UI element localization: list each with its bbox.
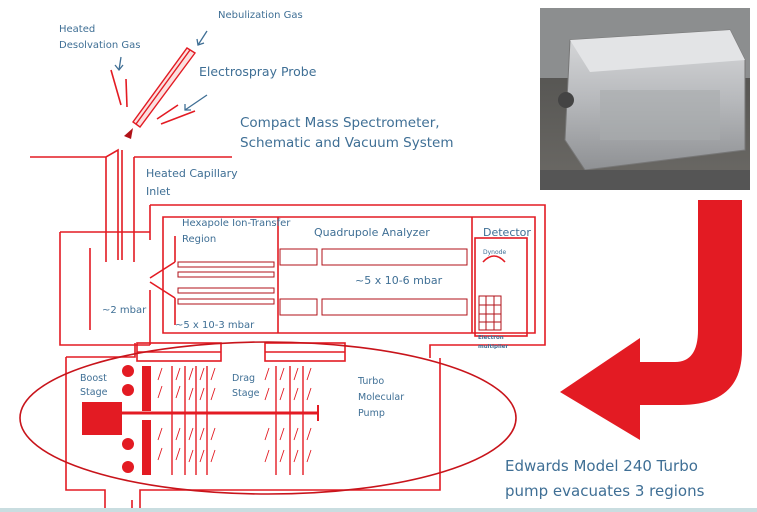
sheath-arrow-icon (184, 94, 208, 111)
drag-label-2: Stage (232, 388, 260, 399)
heated-label: Heated (59, 24, 95, 35)
boost-label-1: Boost (80, 373, 107, 384)
capillary-label-1: Heated Capillary (146, 167, 238, 180)
title-line-1: Compact Mass Spectrometer, (240, 115, 440, 131)
title-line-2: Schematic and Vacuum System (240, 135, 454, 151)
rotor-blades (157, 367, 312, 463)
quad-pressure-label: ~5 x 10-6 mbar (355, 274, 443, 287)
boost-label-2: Stage (80, 387, 108, 398)
electrospray-probe-label: Electrospray Probe (199, 64, 317, 79)
caption-line-1: Edwards Model 240 Turbo (505, 457, 698, 475)
quadrupole-label: Quadrupole Analyzer (314, 226, 430, 239)
capillary-label-2: Inlet (146, 185, 171, 198)
electrospray-probe (124, 47, 197, 139)
nebulization-arrow-icon (196, 30, 208, 46)
caption-line-2: pump evacuates 3 regions (505, 482, 705, 500)
inlet-pressure-label: ~2 mbar (102, 305, 147, 316)
electron-label-1: Electron (478, 335, 504, 341)
quadrupole-rods (279, 248, 468, 316)
curved-arrow-icon (560, 200, 742, 440)
turbo-pump-schematic (19, 341, 517, 508)
bottom-bar (0, 508, 757, 512)
nebulization-gas-label: Nebulization Gas (218, 10, 303, 21)
hexapole-pressure-label: ~5 x 10-3 mbar (175, 320, 255, 331)
gas-lines (110, 30, 208, 125)
desolvation-gas-label: Desolvation Gas (59, 40, 140, 51)
detector-label: Detector (483, 226, 531, 239)
turbo-label-3: Pump (358, 408, 385, 419)
electron-multiplier-icon (478, 295, 502, 331)
electron-label-2: multiplier (478, 344, 508, 350)
hexapole-rods (177, 261, 275, 305)
turbo-label-2: Molecular (358, 392, 404, 403)
hexapole-label-1: Hexapole Ion-Transfer (182, 218, 291, 229)
drag-label-1: Drag (232, 373, 255, 384)
turbo-pump-photo (540, 8, 750, 190)
hexapole-label-2: Region (182, 234, 216, 245)
dynode-label: Dynode (483, 249, 506, 256)
turbo-label-1: Turbo (357, 376, 384, 387)
desolvation-arrow-icon (114, 56, 124, 72)
highlight-ellipse (19, 341, 517, 495)
vacuum-schematic (30, 148, 546, 358)
